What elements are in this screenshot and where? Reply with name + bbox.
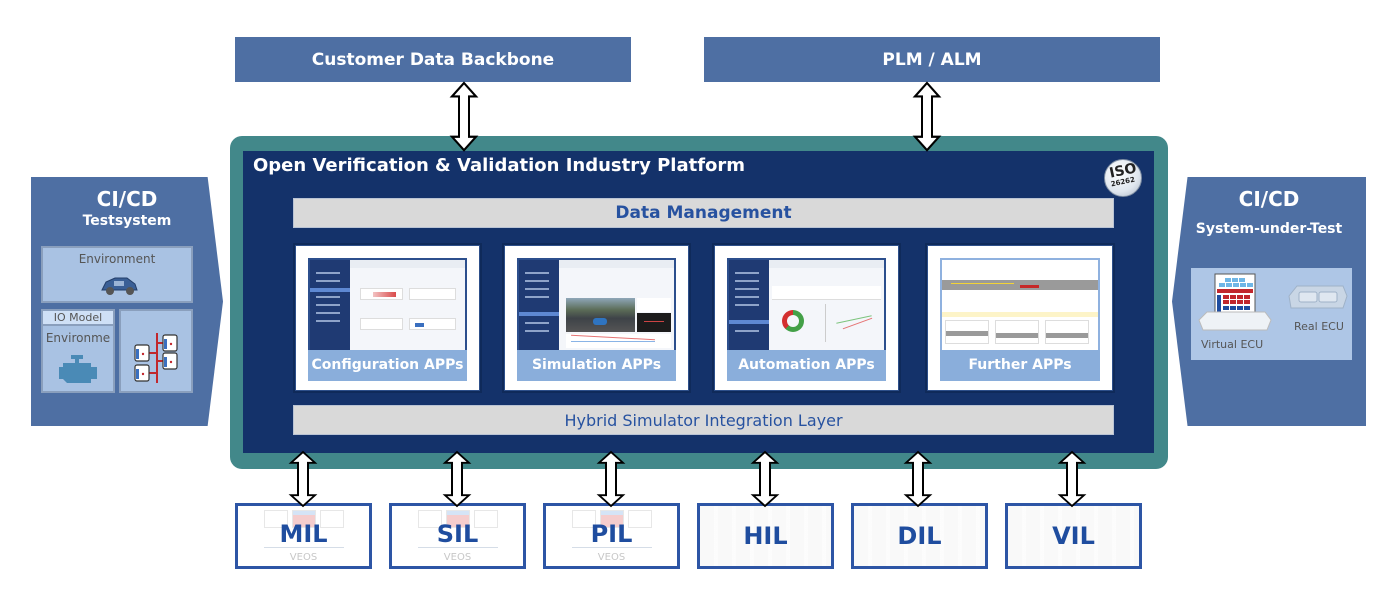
customer-data-backbone-label: Customer Data Backbone: [311, 49, 555, 70]
arrow-platform-dil: [905, 451, 931, 507]
app-card-simulation[interactable]: Simulation APPs: [502, 243, 691, 393]
further-app-screenshot: [940, 258, 1100, 354]
xil-box-vil[interactable]: VIL: [1005, 503, 1142, 569]
app-card-configuration[interactable]: Configuration APPs: [293, 243, 482, 393]
vil-background-graphic: [1008, 506, 1139, 566]
engine-icon: [59, 355, 97, 383]
sut-subtitle: System-under-Test: [1195, 221, 1343, 237]
sut-title: CI/CD: [1238, 187, 1300, 211]
car-icon: [101, 277, 138, 295]
mil-label: MIL: [279, 520, 328, 548]
app-card-automation[interactable]: Automation APPs: [712, 243, 901, 393]
further-apps-label: Further APPs: [940, 350, 1100, 381]
xil-box-mil[interactable]: MIL VEOS: [235, 503, 372, 569]
integration-layer-label: Hybrid Simulator Integration Layer: [564, 410, 843, 430]
sil-veos-label: VEOS: [443, 552, 472, 563]
simulation-app-screenshot: [517, 258, 676, 354]
io-model-label: IO Model: [53, 311, 103, 324]
ecu-network-icon: [134, 333, 178, 383]
environment-model-label: Environme: [45, 331, 111, 345]
environment-label: Environment: [78, 252, 156, 266]
data-management-layer[interactable]: Data Management: [293, 198, 1114, 228]
real-ecu-icon: [1288, 285, 1348, 309]
configuration-apps-label: Configuration APPs: [308, 350, 467, 381]
ecu-box[interactable]: Virtual ECU Real ECU: [1191, 268, 1352, 360]
testsystem-subtitle: Testsystem: [82, 213, 172, 229]
arrow-platform-vil: [1059, 451, 1085, 507]
plm-alm-box[interactable]: PLM / ALM: [704, 37, 1160, 82]
dil-background-graphic: [854, 506, 985, 566]
vil-label: VIL: [1052, 522, 1095, 550]
environment-box[interactable]: Environment: [41, 246, 193, 303]
pil-veos-label: VEOS: [597, 552, 626, 563]
arrow-plm-platform: [913, 81, 941, 152]
arrow-platform-pil: [598, 451, 624, 507]
dil-label: DIL: [897, 522, 942, 550]
testsystem-title: CI/CD: [96, 187, 158, 211]
hil-label: HIL: [743, 522, 788, 550]
mil-veos-label: VEOS: [289, 552, 318, 563]
xil-box-pil[interactable]: PIL VEOS: [543, 503, 680, 569]
virtual-ecu-icon: [1198, 273, 1272, 331]
arrow-backbone-platform: [450, 81, 478, 152]
real-ecu-label: Real ECU: [1294, 320, 1344, 333]
sil-label: SIL: [436, 520, 479, 548]
virtual-ecu-label: Virtual ECU: [1201, 338, 1264, 351]
ci-cd-testsystem-panel[interactable]: CI/CD Testsystem Environment IO Model En…: [31, 177, 223, 426]
platform-title: Open Verification & Validation Industry …: [253, 155, 746, 176]
iso-26262-badge: ISO 26262: [1104, 159, 1142, 197]
plm-alm-label: PLM / ALM: [882, 49, 982, 70]
network-box[interactable]: [119, 309, 193, 393]
xil-box-dil[interactable]: DIL: [851, 503, 988, 569]
pil-background-graphic: [546, 506, 677, 566]
mil-background-graphic: [238, 506, 369, 566]
arrow-platform-sil: [444, 451, 470, 507]
hil-background-graphic: [700, 506, 831, 566]
automation-app-screenshot: [727, 258, 886, 354]
hybrid-simulator-integration-layer[interactable]: Hybrid Simulator Integration Layer: [293, 405, 1114, 435]
customer-data-backbone-box[interactable]: Customer Data Backbone: [235, 37, 631, 82]
automation-apps-label: Automation APPs: [727, 350, 886, 381]
ci-cd-system-under-test-panel[interactable]: CI/CD System-under-Test Virtual ECU Real…: [1172, 177, 1366, 426]
pil-label: PIL: [590, 520, 633, 548]
app-card-further[interactable]: Further APPs: [925, 243, 1115, 393]
simulation-apps-label: Simulation APPs: [517, 350, 676, 381]
io-model-box[interactable]: IO Model Environme: [41, 309, 115, 393]
arrow-platform-mil: [290, 451, 316, 507]
xil-box-sil[interactable]: SIL VEOS: [389, 503, 526, 569]
arrow-platform-hil: [752, 451, 778, 507]
sil-background-graphic: [392, 506, 523, 566]
data-management-label: Data Management: [615, 203, 792, 223]
